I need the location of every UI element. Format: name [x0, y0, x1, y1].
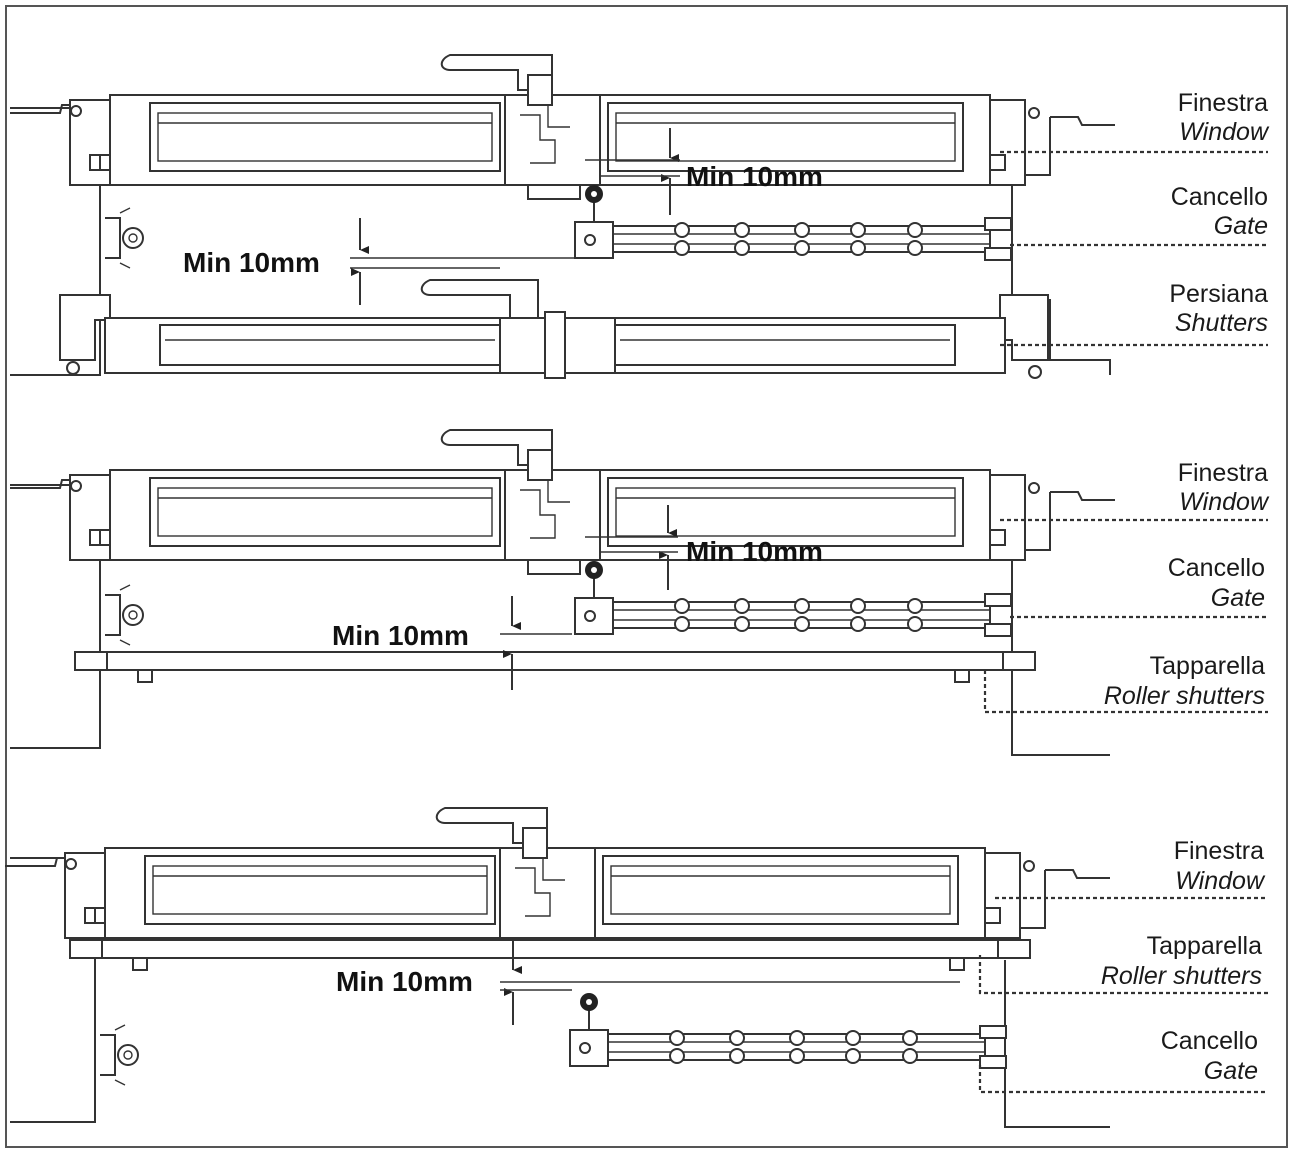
label-gate: Gate	[1204, 1057, 1258, 1085]
label-cancello: Cancello	[1161, 1027, 1258, 1055]
label-gate: Gate	[1214, 212, 1268, 240]
panel-3: Min 10mm Finestra Window Tapparella Roll…	[4, 807, 1268, 1128]
dim-label: Min 10mm	[332, 620, 469, 651]
label-window: Window	[1175, 867, 1266, 895]
panel-3-roller-shutters	[69, 939, 1031, 971]
dim-label: Min 10mm	[183, 247, 320, 278]
label-cancello: Cancello	[1168, 554, 1265, 582]
panel-3-window	[4, 807, 1111, 953]
label-finestra: Finestra	[1174, 837, 1264, 865]
label-finestra: Finestra	[1178, 89, 1268, 117]
panel-3-dim-roller-gate: Min 10mm	[336, 940, 960, 1025]
panel-3-gate-bracket	[99, 1024, 139, 1086]
label-window: Window	[1179, 488, 1270, 516]
panel-2-dim-gate-roller: Min 10mm	[332, 596, 572, 690]
label-tapparella: Tapparella	[1147, 932, 1262, 960]
panel-2: Min 10mm Min 10mm Finestra Window Cancel…	[9, 429, 1270, 756]
leader-roller-shutters	[983, 670, 1268, 714]
panel-3-gate	[569, 992, 1007, 1069]
panel-1-window	[9, 54, 1116, 200]
label-roller-shutters: Roller shutters	[1104, 682, 1265, 710]
dim-label: Min 10mm	[686, 161, 823, 192]
label-persiana: Persiana	[1169, 280, 1268, 308]
panel-1-dim-gate-shutters: Min 10mm	[183, 218, 575, 305]
label-finestra: Finestra	[1178, 459, 1268, 487]
label-shutters: Shutters	[1175, 309, 1268, 337]
label-roller-shutters: Roller shutters	[1101, 962, 1262, 990]
panel-1-gate	[574, 184, 1012, 261]
panel-2-roller-shutters	[74, 651, 1036, 683]
dim-label: Min 10mm	[336, 966, 473, 997]
dim-label: Min 10mm	[686, 536, 823, 567]
panel-1-gate-bracket	[104, 207, 144, 269]
leader-gate	[978, 1065, 1268, 1094]
label-window: Window	[1179, 118, 1270, 146]
leader-roller-shutters	[978, 955, 1268, 995]
panel-1-dim-window-gate: Min 10mm	[585, 128, 823, 215]
label-cancello: Cancello	[1171, 183, 1268, 211]
panel-1-shutters	[59, 279, 1049, 379]
panel-2-gate	[574, 560, 1012, 637]
panel-2-window	[9, 429, 1116, 575]
label-tapparella: Tapparella	[1150, 652, 1265, 680]
panel-1: Min 10mm Min 10mm Finestra Window Cancel…	[9, 54, 1270, 379]
panel-2-gate-bracket	[104, 584, 144, 646]
label-gate: Gate	[1211, 584, 1265, 612]
diagram-border	[5, 5, 1288, 1148]
panel-2-dim-window-gate: Min 10mm	[585, 505, 823, 590]
